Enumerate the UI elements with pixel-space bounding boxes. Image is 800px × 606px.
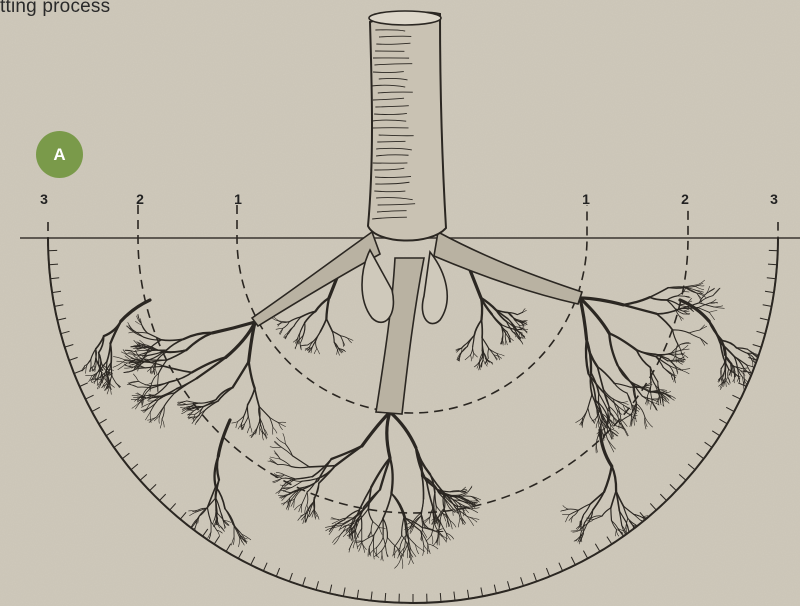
zone-label-right-3: 3 [770, 191, 778, 207]
figure-badge: A [36, 131, 83, 178]
zone-label-left-1: 1 [234, 191, 242, 207]
zone-label-left-3: 3 [40, 191, 48, 207]
zone-label-left-2: 2 [136, 191, 144, 207]
zone-label-right-2: 2 [681, 191, 689, 207]
caption-text: tting process [0, 0, 110, 18]
trunk [368, 11, 446, 241]
zone-label-right-1: 1 [582, 191, 590, 207]
